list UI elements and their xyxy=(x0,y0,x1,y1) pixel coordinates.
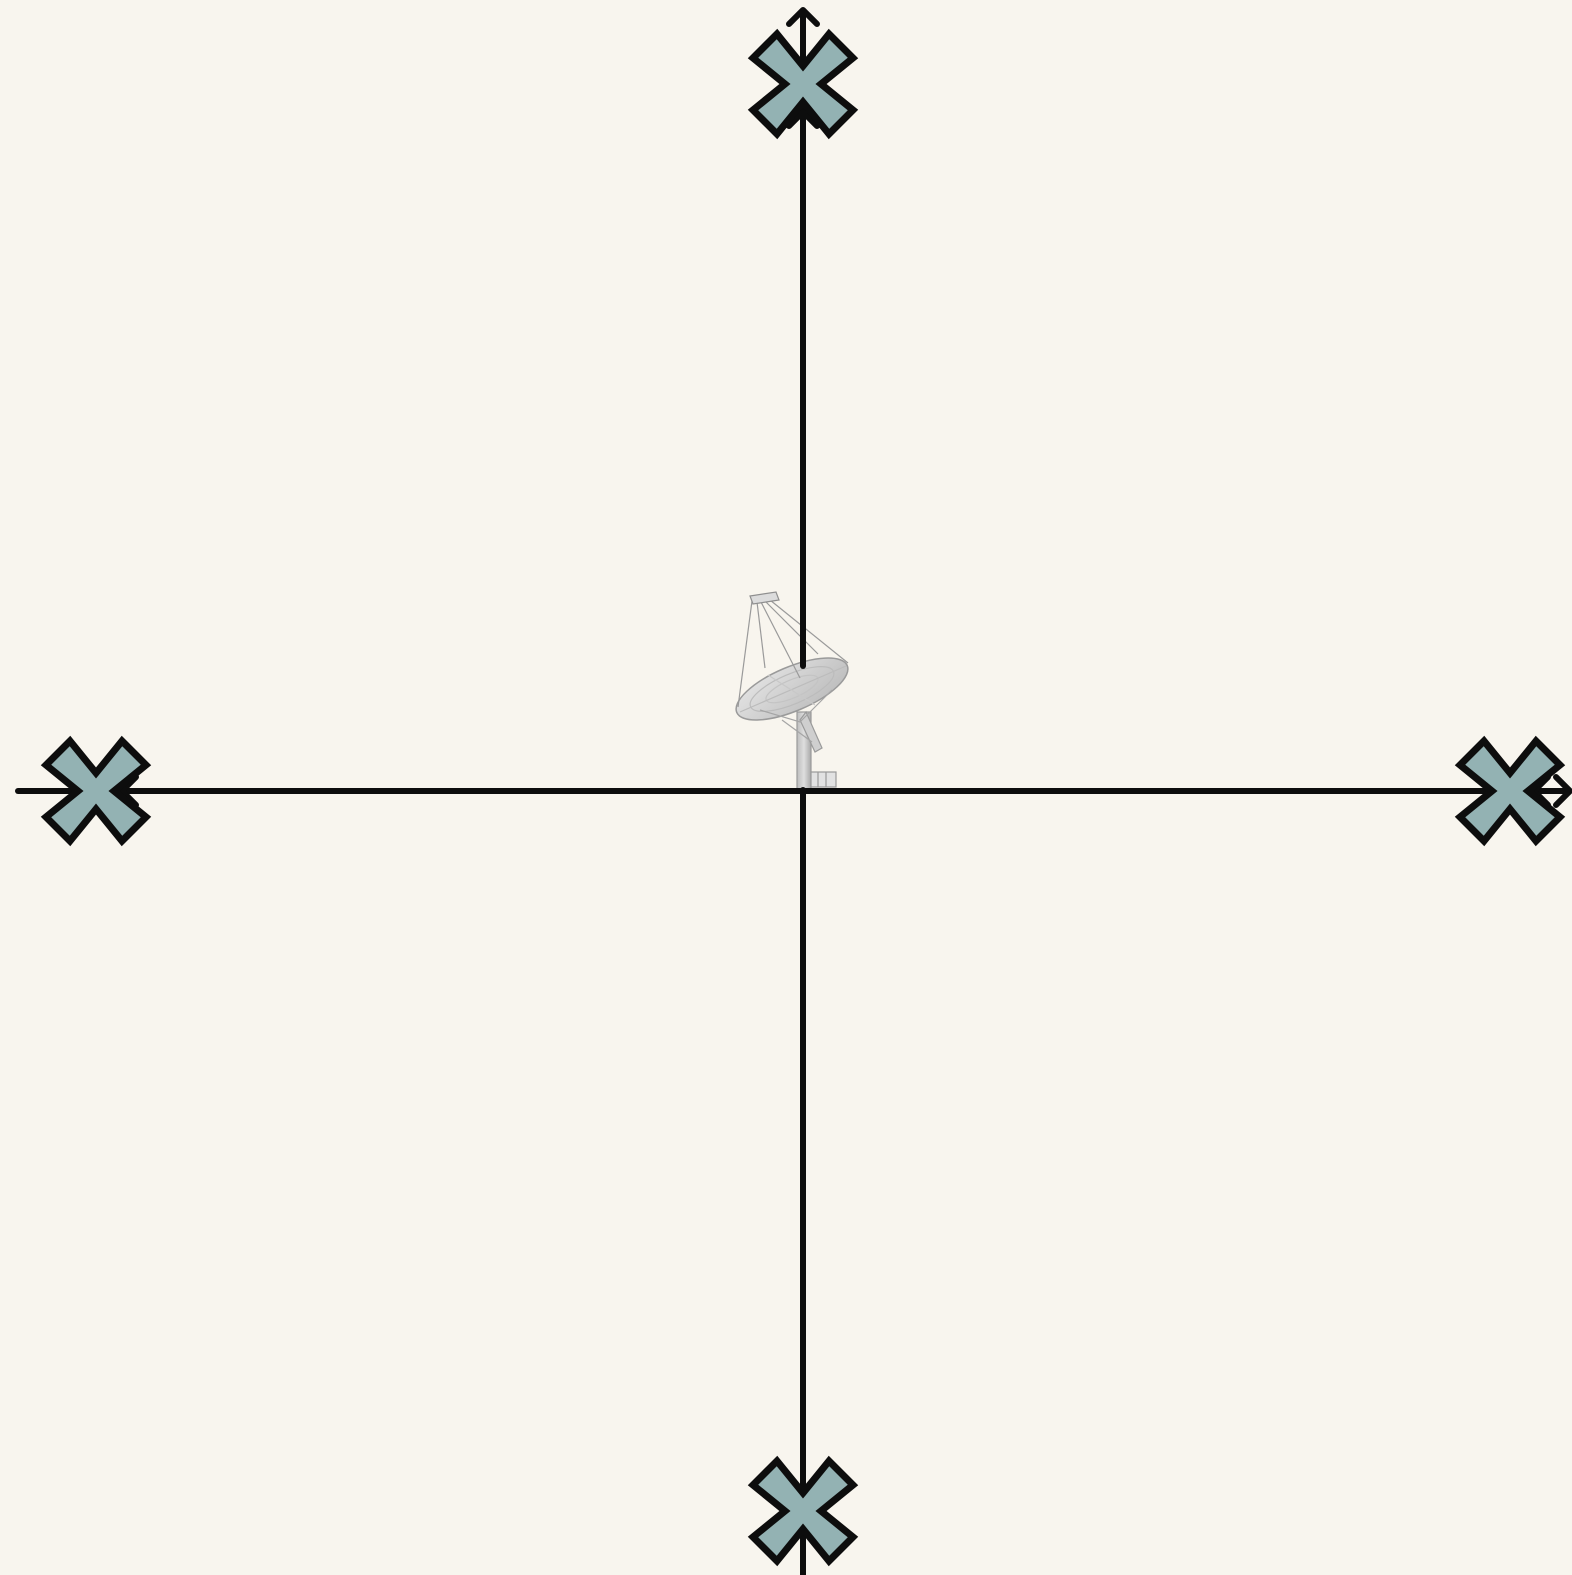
background xyxy=(0,0,1572,1575)
diagram-canvas xyxy=(0,0,1572,1575)
